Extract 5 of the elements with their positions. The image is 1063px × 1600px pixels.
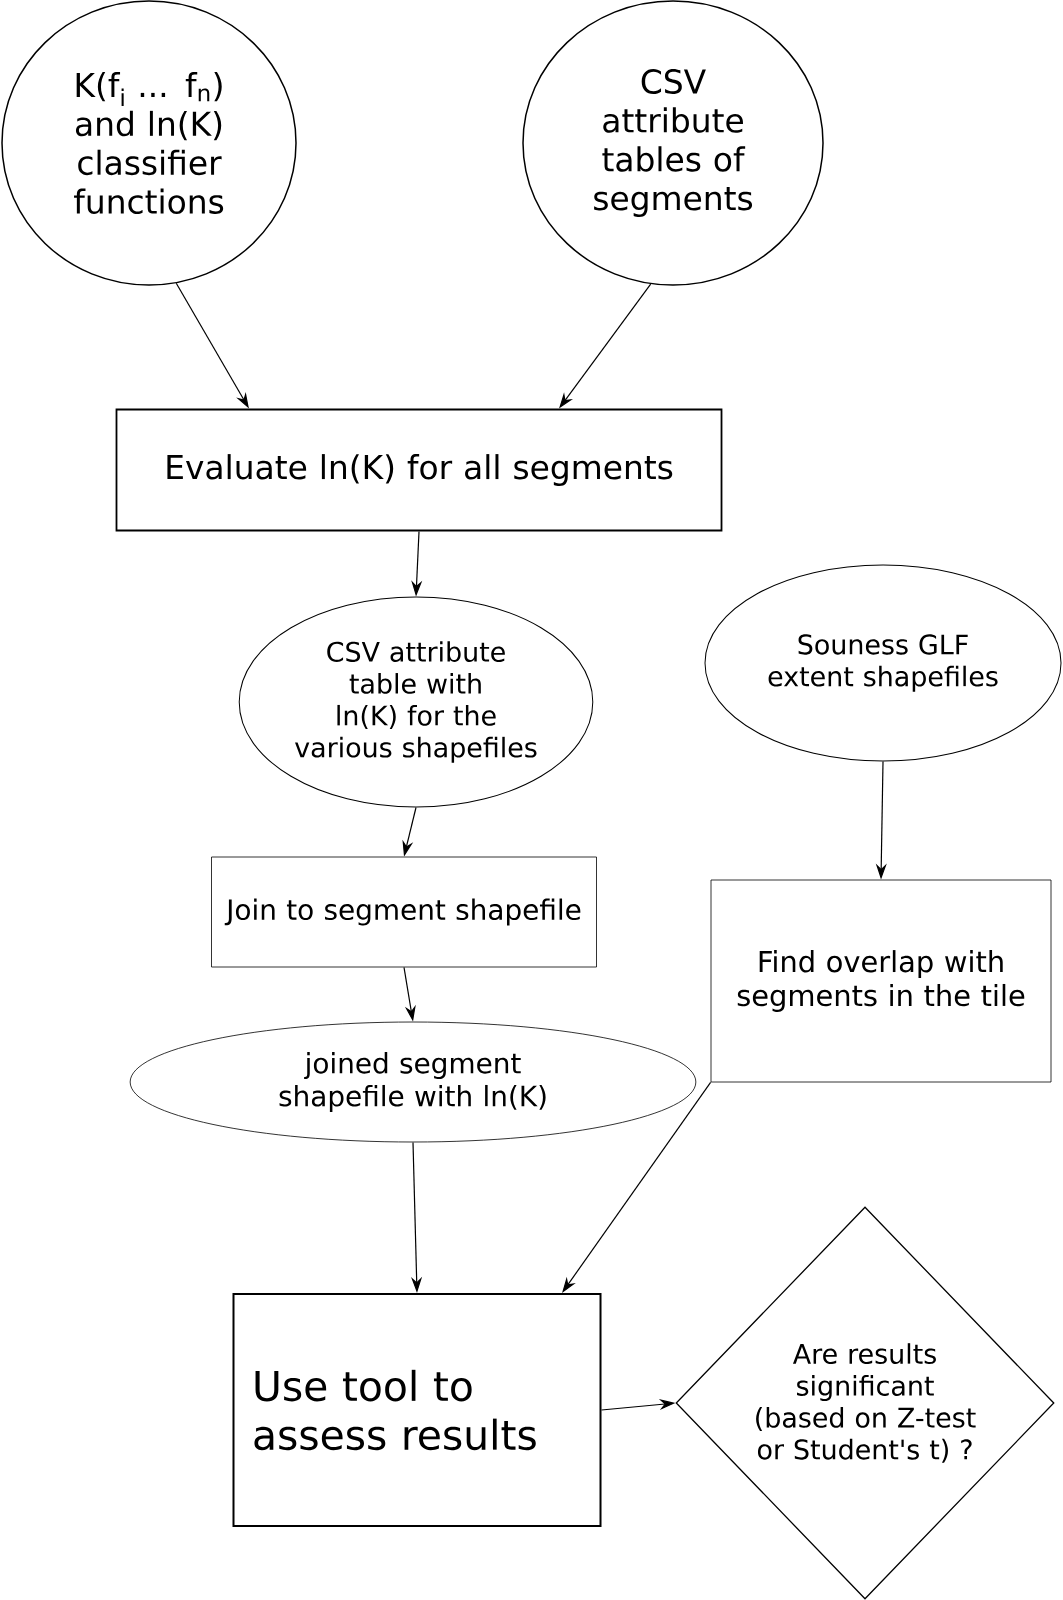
process-box: Evaluate ln(K) for all segments	[115, 408, 723, 532]
arrow	[562, 1081, 712, 1293]
process-box: Join to segment shapefile	[211, 856, 597, 968]
process-box: Use tool to assess results	[232, 1293, 602, 1527]
process-box: Find overlap with segments in the tile	[710, 879, 1052, 1083]
